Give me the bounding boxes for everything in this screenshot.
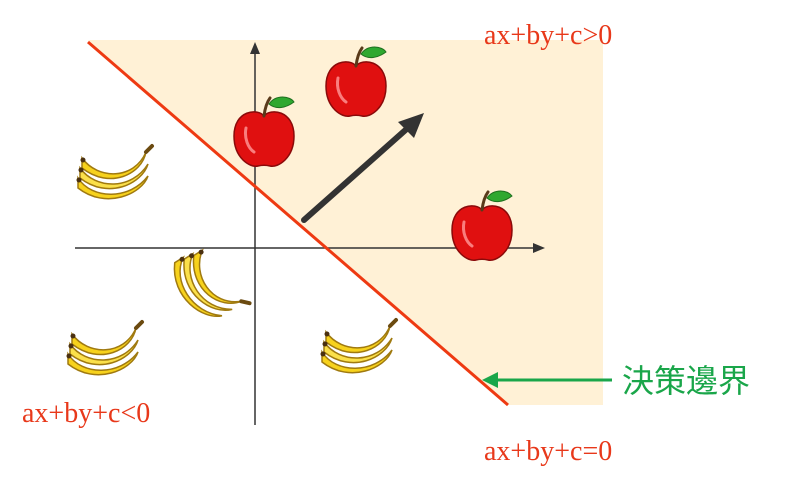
positive-region-label: ax+by+c>0 xyxy=(484,20,612,51)
banana-bunch-icon xyxy=(64,320,144,377)
banana-bunch-icon xyxy=(162,237,252,334)
negative-region-label: ax+by+c<0 xyxy=(22,398,150,429)
banana-bunch-icon xyxy=(318,318,398,375)
positive-region xyxy=(88,40,603,405)
decision-boundary-line xyxy=(87,40,509,407)
annotation-arrow xyxy=(482,372,612,388)
x-axis-arrowhead xyxy=(533,243,545,253)
y-axis-arrowhead xyxy=(250,42,260,54)
normal-vector-arrow xyxy=(301,113,424,223)
banana-bunch-icon xyxy=(74,144,154,201)
boundary-equation-label: ax+by+c=0 xyxy=(484,436,612,467)
decision-boundary-label: 決策邊界 xyxy=(622,362,750,400)
